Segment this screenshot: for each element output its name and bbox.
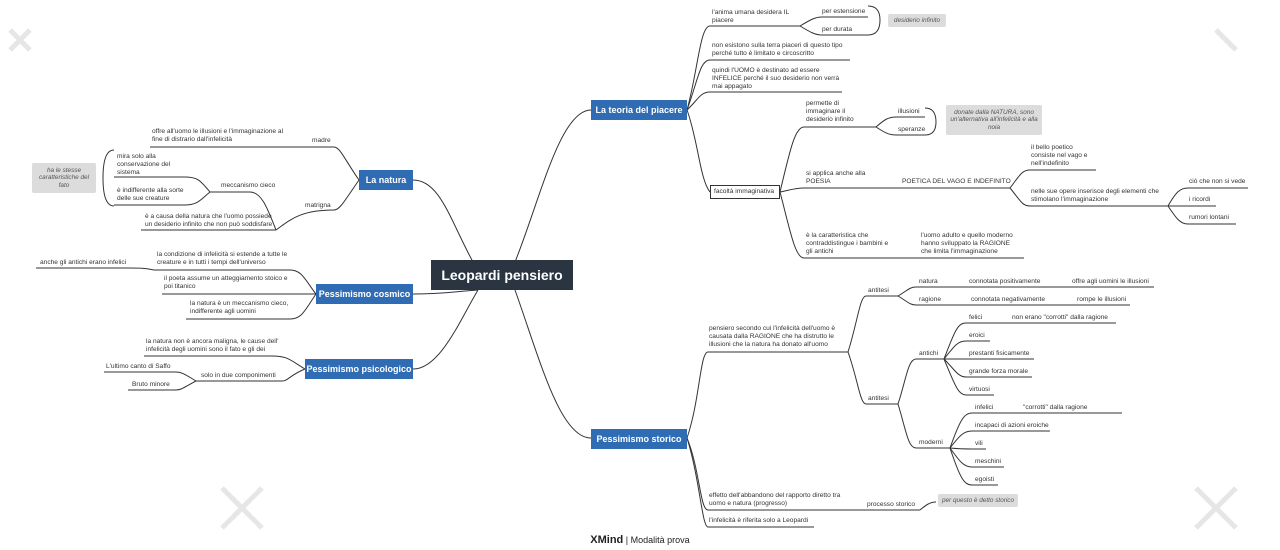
- piacere-quindi[interactable]: quindi l'UOMO è destinato ad essere INFE…: [712, 67, 840, 90]
- natura-causa[interactable]: è a causa della natura che l'uomo possie…: [145, 213, 273, 228]
- storico-eroici[interactable]: eroici: [969, 332, 985, 339]
- footer-separator: |: [625, 535, 629, 545]
- storico-antichi[interactable]: antichi: [919, 350, 939, 357]
- storico-felici[interactable]: felici: [969, 314, 983, 321]
- piacere-non-esistono[interactable]: non esistono sulla terra piaceri di ques…: [712, 42, 843, 57]
- note-desiderio-infinito[interactable]: desiderio infinito: [888, 14, 946, 27]
- piacere-adulto[interactable]: l'uomo adulto e quello moderno hanno svi…: [921, 232, 1013, 255]
- storico-corrotti[interactable]: "corrotti" dalla ragione: [1023, 404, 1088, 411]
- storico-effetto[interactable]: effetto dell'abbandono del rapporto dire…: [709, 492, 841, 507]
- piacere-rumori[interactable]: rumori lontani: [1189, 214, 1229, 221]
- piacere-nelle-opere[interactable]: nelle sue opere inserisce degli elementi…: [1031, 188, 1159, 203]
- natura-offre[interactable]: offre all'uomo le illusioni e l'immagina…: [152, 128, 284, 143]
- storico-prestanti[interactable]: prestanti fisicamente: [969, 350, 1030, 357]
- storico-conn-pos[interactable]: connotata positivamente: [969, 278, 1041, 285]
- piacere-ricordi[interactable]: i ricordi: [1189, 196, 1211, 203]
- piacere-estensione[interactable]: per estensione: [822, 8, 866, 15]
- topic-pessimismo-cosmico[interactable]: Pessimismo cosmico: [316, 284, 413, 304]
- cosmico-poeta[interactable]: il poeta assume un atteggiamento stoico …: [164, 275, 288, 290]
- storico-moderni[interactable]: moderni: [919, 439, 943, 446]
- piacere-speranze[interactable]: speranze: [898, 126, 926, 133]
- storico-antitesi-2[interactable]: antitesi: [868, 395, 889, 402]
- piacere-permette[interactable]: permette di immaginare il desiderio infi…: [806, 100, 854, 123]
- storico-antitesi-1[interactable]: antitesi: [868, 287, 889, 294]
- storico-grande[interactable]: grande forza morale: [969, 368, 1029, 375]
- cosmico-antichi[interactable]: anche gli antichi erano infelici: [40, 259, 127, 266]
- facolta-immaginativa[interactable]: facoltà immaginativa: [710, 185, 780, 199]
- piacere-illusioni[interactable]: illusioni: [898, 108, 920, 115]
- storico-incapaci[interactable]: incapaci di azioni eroiche: [975, 422, 1049, 429]
- root-topic[interactable]: Leopardi pensiero: [431, 260, 573, 290]
- natura-madre[interactable]: madre: [312, 137, 331, 144]
- piacere-anima[interactable]: l'anima umana desidera IL piacere: [712, 9, 789, 24]
- psicologico-maligna[interactable]: la natura non è ancora maligna, le cause…: [146, 338, 279, 353]
- watermark-icon: [8, 28, 1238, 530]
- psicologico-bruto[interactable]: Bruto minore: [132, 381, 170, 388]
- storico-conn-neg[interactable]: connotata negativamente: [971, 296, 1046, 303]
- piacere-caratteristica[interactable]: è la caratteristica che contraddistingue…: [806, 232, 889, 255]
- storico-infelici[interactable]: infelici: [975, 404, 994, 411]
- topic-pessimismo-storico[interactable]: Pessimismo storico: [591, 429, 687, 449]
- piacere-si-applica[interactable]: si applica anche alla POESIA: [806, 170, 866, 185]
- topic-pessimismo-psicologico[interactable]: Pessimismo psicologico: [305, 359, 413, 379]
- xmind-brand: XMind: [590, 534, 624, 546]
- natura-indifferente[interactable]: è indifferente alla sorte delle sue crea…: [117, 187, 184, 202]
- storico-processo[interactable]: processo storico: [867, 501, 916, 508]
- natura-mira[interactable]: mira solo alla conservazione del sistema: [117, 153, 171, 176]
- storico-ragione[interactable]: ragione: [919, 296, 941, 303]
- storico-meschini[interactable]: meschini: [975, 458, 1002, 465]
- natura-meccanismo[interactable]: meccanismo cieco: [221, 182, 276, 189]
- topic-teoria-piacere[interactable]: La teoria del piacere: [591, 100, 687, 120]
- natura-matrigna[interactable]: matrigna: [305, 202, 331, 209]
- storico-vili[interactable]: vili: [975, 440, 983, 447]
- topic-natura[interactable]: La natura: [359, 170, 413, 190]
- storico-non-corrotti[interactable]: non erano "corrotti" dalla ragione: [1012, 314, 1108, 321]
- psicologico-due[interactable]: solo in due componimenti: [201, 372, 276, 379]
- cosmico-condizione[interactable]: la condizione di infelicità si estende a…: [157, 251, 288, 266]
- storico-pensiero[interactable]: pensiero secondo cui l'infelicità dell'u…: [709, 325, 836, 348]
- note-processo-storico[interactable]: per questo è detto storico: [938, 494, 1018, 507]
- storico-riferita[interactable]: l'infelicità è riferita solo a Leopardi: [709, 517, 809, 524]
- note-donate-natura[interactable]: donate dalla NATURA, sono un'alternativa…: [946, 105, 1042, 135]
- cosmico-natura-meccanismo[interactable]: la natura è un meccanismo cieco, indiffe…: [190, 300, 289, 315]
- storico-offre[interactable]: offre agli uomini le illusioni: [1072, 278, 1149, 285]
- piacere-bello[interactable]: il bello poetico consiste nel vago e nel…: [1031, 144, 1088, 167]
- footer-watermark: XMind | Modalità prova: [0, 534, 1280, 546]
- psicologico-saffo[interactable]: L'ultimo canto di Saffo: [106, 363, 171, 370]
- piacere-poetica[interactable]: POETICA DEL VAGO E INDEFINITO: [902, 178, 1011, 185]
- storico-virtuosi[interactable]: virtuosi: [969, 386, 990, 393]
- storico-egoisti[interactable]: egoisti: [975, 476, 995, 483]
- storico-natura[interactable]: natura: [919, 278, 938, 285]
- trial-mode-label: Modalità prova: [630, 535, 690, 545]
- piacere-cio[interactable]: ciò che non si vede: [1189, 178, 1246, 185]
- note-fato[interactable]: ha le stesse caratteristiche del fato: [32, 163, 96, 193]
- piacere-durata[interactable]: per durata: [822, 26, 853, 33]
- storico-rompe[interactable]: rompe le illusioni: [1077, 296, 1127, 303]
